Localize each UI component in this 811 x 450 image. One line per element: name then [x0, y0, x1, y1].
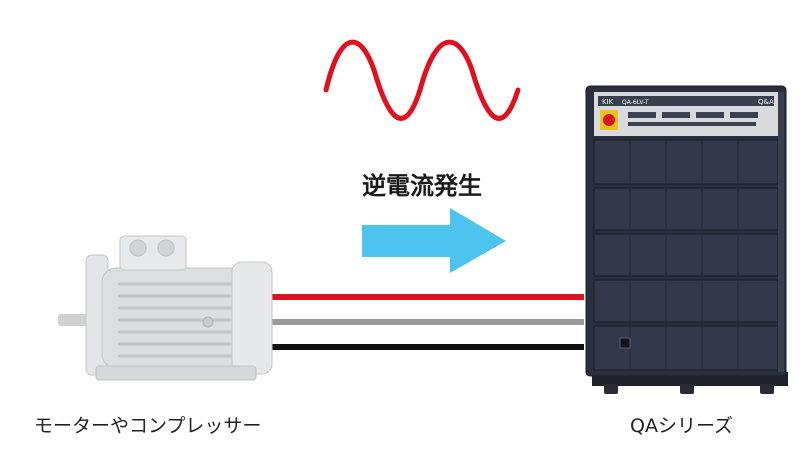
device-caption: QAシリーズ [630, 415, 734, 437]
emergency-stop-button[interactable] [603, 114, 615, 126]
device-brand-text: Q&A [758, 98, 774, 106]
qa-series-device: KIK QA-6LV-T Q&A [585, 85, 788, 394]
motor-illustration [58, 235, 273, 381]
current-direction-arrow [362, 208, 506, 273]
wire-bundle [272, 294, 584, 350]
vent-panels [593, 139, 779, 371]
reverse-current-label: 逆電流発生 [362, 172, 482, 200]
power-switch[interactable] [619, 337, 631, 349]
device-badge-text: KIK [602, 98, 614, 106]
motor-caption: モーターやコンプレッサー [34, 415, 262, 437]
reverse-current-wave [323, 39, 521, 121]
device-model-text: QA-6LV-T [622, 99, 649, 106]
